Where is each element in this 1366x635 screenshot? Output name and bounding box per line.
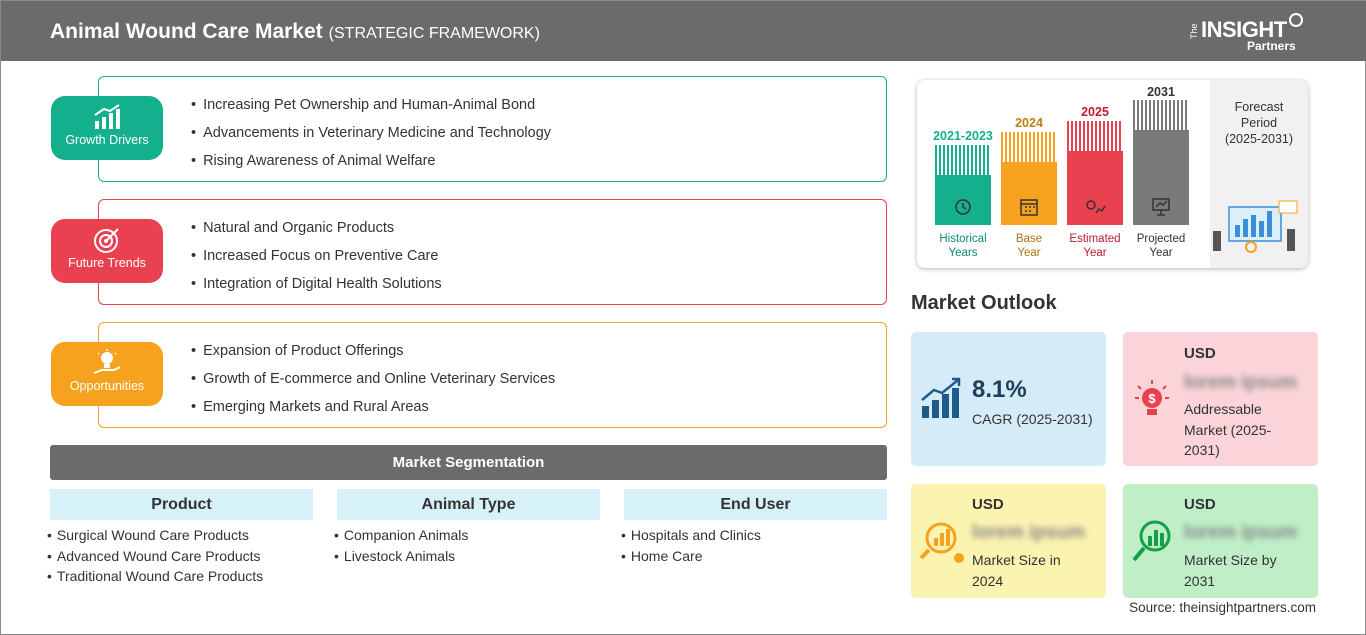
gear-chart-icon	[1086, 200, 1106, 214]
list-item: Emerging Markets and Rural Areas	[191, 397, 555, 425]
list-item: Traditional Wound Care Products	[47, 567, 263, 588]
end-user-segment-list: Hospitals and Clinics Home Care	[621, 526, 761, 567]
insight-partners-logo: The INSIGHT Partners	[1189, 11, 1309, 55]
growth-drivers-badge: Growth Drivers	[51, 96, 163, 160]
segment-header-end-user: End User	[624, 489, 887, 520]
list-item: Expansion of Product Offerings	[191, 341, 555, 369]
list-item: Rising Awareness of Animal Welfare	[191, 151, 551, 179]
year-base: 2024	[1015, 116, 1043, 130]
chart-growth-icon	[94, 104, 120, 129]
size-2031-usd: USD	[1184, 496, 1216, 513]
growth-drivers-label: Growth Drivers	[65, 133, 149, 147]
history-icon	[955, 199, 971, 215]
money-bulb-icon: $	[1135, 380, 1169, 415]
year-historical: 2021-2023	[933, 129, 993, 143]
year-projected: 2031	[1147, 85, 1175, 99]
size-2031-value-redacted: lorem ipsum	[1184, 522, 1297, 543]
addressable-usd: USD	[1184, 345, 1216, 362]
header-bar: Animal Wound Care Market(STRATEGIC FRAME…	[1, 1, 1366, 61]
list-item: Surgical Wound Care Products	[47, 526, 263, 547]
growth-drivers-panel: Increasing Pet Ownership and Human-Anima…	[98, 76, 887, 182]
future-trends-label: Future Trends	[68, 256, 146, 270]
list-item: Home Care	[621, 547, 761, 568]
growth-chart-icon	[921, 377, 961, 418]
chart-search-icon	[1132, 520, 1171, 562]
estimated-year-bar	[1067, 121, 1123, 225]
logo-partners: Partners	[1247, 39, 1296, 53]
calendar-icon	[1020, 199, 1038, 216]
future-trends-badge: Future Trends	[51, 219, 163, 283]
list-item: Advanced Wound Care Products	[47, 547, 263, 568]
addressable-value-redacted: lorem ipsum	[1184, 372, 1297, 393]
animal-type-segment-list: Companion Animals Livestock Animals	[334, 526, 469, 568]
logo-insight: INSIGHT	[1201, 17, 1287, 42]
size-2024-usd: USD	[972, 496, 1004, 513]
list-item: Integration of Digital Health Solutions	[191, 274, 442, 302]
cagr-label: CAGR (2025-2031)	[972, 411, 1093, 427]
list-item: Advancements in Veterinary Medicine and …	[191, 123, 551, 151]
logo-ring-icon	[1289, 13, 1303, 27]
segment-header-product: Product	[50, 489, 313, 520]
list-item: Natural and Organic Products	[191, 218, 442, 246]
analytics-illustration-icon	[1213, 200, 1298, 253]
segment-header-animal-type: Animal Type	[337, 489, 600, 520]
segmentation-title: Market Segmentation	[50, 445, 887, 480]
page-subtitle: (STRATEGIC FRAMEWORK)	[328, 25, 540, 42]
logo-the: The	[1189, 23, 1199, 39]
future-trends-list: Natural and Organic Products Increased F…	[191, 218, 442, 302]
size-2024-value-redacted: lorem ipsum	[972, 522, 1085, 543]
list-item: Hospitals and Clinics	[621, 526, 761, 547]
opportunities-label: Opportunities	[69, 379, 145, 393]
cagr-card: 8.1% CAGR (2025-2031)	[911, 332, 1106, 466]
opportunities-list: Expansion of Product Offerings Growth of…	[191, 341, 555, 425]
historical-years-bar	[935, 145, 991, 225]
growth-drivers-list: Increasing Pet Ownership and Human-Anima…	[191, 95, 551, 179]
cagr-value: 8.1%	[972, 376, 1027, 403]
opportunities-badge: Opportunities	[51, 342, 163, 406]
list-item: Growth of E-commerce and Online Veterina…	[191, 369, 555, 397]
year-estimated: 2025	[1081, 105, 1109, 119]
product-segment-list: Surgical Wound Care Products Advanced Wo…	[47, 526, 263, 588]
lightbulb-hand-icon	[93, 349, 121, 374]
list-item: Increased Focus on Preventive Care	[191, 246, 442, 274]
page-title: Animal Wound Care Market(STRATEGIC FRAME…	[50, 20, 540, 43]
base-year-bar	[1001, 132, 1057, 225]
list-item: Increasing Pet Ownership and Human-Anima…	[191, 95, 551, 123]
target-icon	[94, 228, 119, 253]
svg-text:$: $	[1148, 391, 1156, 406]
opportunities-panel: Expansion of Product Offerings Growth of…	[98, 322, 887, 428]
market-outlook-title: Market Outlook	[911, 292, 1057, 314]
future-trends-panel: Natural and Organic Products Increased F…	[98, 199, 887, 305]
projected-year-bar	[1133, 100, 1189, 225]
presentation-icon	[1152, 198, 1170, 216]
money-search-icon	[919, 522, 964, 563]
source-note: Source: theinsightpartners.com	[1129, 600, 1316, 615]
list-item: Livestock Animals	[334, 547, 468, 568]
list-item: Companion Animals	[334, 526, 469, 547]
